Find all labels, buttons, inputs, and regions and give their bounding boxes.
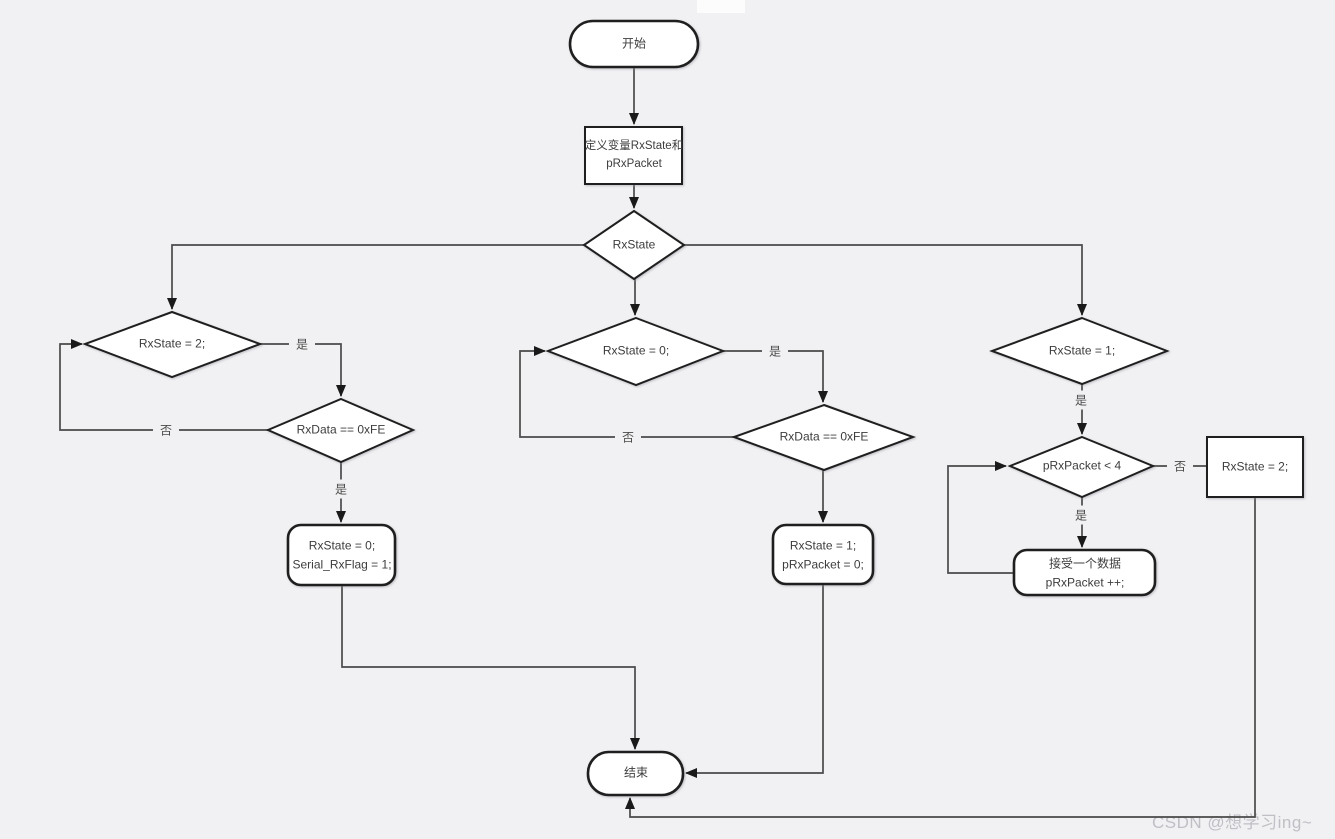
case1-action-line1: 接受一个数据 xyxy=(1048,556,1121,571)
edge-case1else-to-end xyxy=(625,497,1256,818)
edge-label-case1check-yes: 是 xyxy=(1067,505,1095,525)
edge-label-case2-yes: 是 xyxy=(288,334,316,354)
edge-label-case0-yes: 是 xyxy=(761,341,789,361)
define-node-line2: pRxPacket xyxy=(606,158,662,170)
edge-case2-yes xyxy=(260,343,346,397)
end-node-label: 结束 xyxy=(623,765,649,780)
define-node-label: 定义变量RxState和 pRxPacket xyxy=(585,138,683,174)
case0-check-node-label: RxData == 0xFE xyxy=(779,429,869,444)
switch-node-label: RxState xyxy=(612,237,656,252)
edge-switch-to-case1 xyxy=(684,244,1087,316)
case1-action-node-shape xyxy=(1012,548,1157,597)
case1-action-node-label: 接受一个数据 pRxPacket ++; xyxy=(1046,554,1125,591)
case2-node-shape xyxy=(82,310,263,379)
case1-check-node-label: pRxPacket < 4 xyxy=(1042,458,1122,473)
edge-case0-yes xyxy=(723,350,828,403)
case1-action-line2: pRxPacket ++; xyxy=(1045,575,1125,589)
edge-label-case1check-no: 否 xyxy=(1166,456,1194,476)
case0-action-line1: RxState = 1; xyxy=(789,538,857,553)
end-node-shape xyxy=(586,750,685,797)
case0-action-node-shape xyxy=(771,523,875,586)
edge-case0action-to-end xyxy=(685,584,824,778)
page-background-gap xyxy=(697,0,745,13)
start-node-shape xyxy=(568,19,700,69)
case1-else-node-shape xyxy=(1206,436,1304,498)
case1-node-shape xyxy=(989,316,1170,386)
case1-else-node-label: RxState = 2; xyxy=(1221,459,1289,474)
case0-check-node-shape xyxy=(731,403,916,472)
switch-node-shape xyxy=(582,209,686,281)
case2-action-node-shape xyxy=(286,523,397,587)
edge-switch-to-case2 xyxy=(167,244,584,310)
case2-node-label: RxState = 2; xyxy=(138,336,206,351)
edge-case1action-loop xyxy=(947,461,1014,574)
case1-check-node-shape xyxy=(1007,435,1156,499)
edge-case2action-to-end xyxy=(341,585,640,750)
case2-action-line1: RxState = 0; xyxy=(308,538,376,553)
case1-node-label: RxState = 1; xyxy=(1048,343,1116,358)
edge-label-case2-no: 否 xyxy=(152,420,180,440)
case2-action-node-label: RxState = 0; Serial_RxFlag = 1; xyxy=(292,536,391,573)
edge-label-case2check-yes: 是 xyxy=(327,479,355,499)
case2-check-node-label: RxData == 0xFE xyxy=(296,422,386,437)
define-node-line1: 定义变量RxState和 xyxy=(584,140,684,153)
case2-check-node-shape xyxy=(265,397,416,464)
case0-node-shape xyxy=(545,316,726,387)
case2-action-line2: Serial_RxFlag = 1; xyxy=(292,557,392,571)
case0-action-node-label: RxState = 1; pRxPacket = 0; xyxy=(782,536,864,573)
define-node-shape xyxy=(584,126,683,185)
case0-action-line2: pRxPacket = 0; xyxy=(782,557,864,571)
start-node-label: 开始 xyxy=(621,36,647,51)
edge-label-case0-no: 否 xyxy=(614,427,642,447)
case0-node-label: RxState = 0; xyxy=(602,343,670,358)
edge-label-case1-yes: 是 xyxy=(1067,390,1095,410)
